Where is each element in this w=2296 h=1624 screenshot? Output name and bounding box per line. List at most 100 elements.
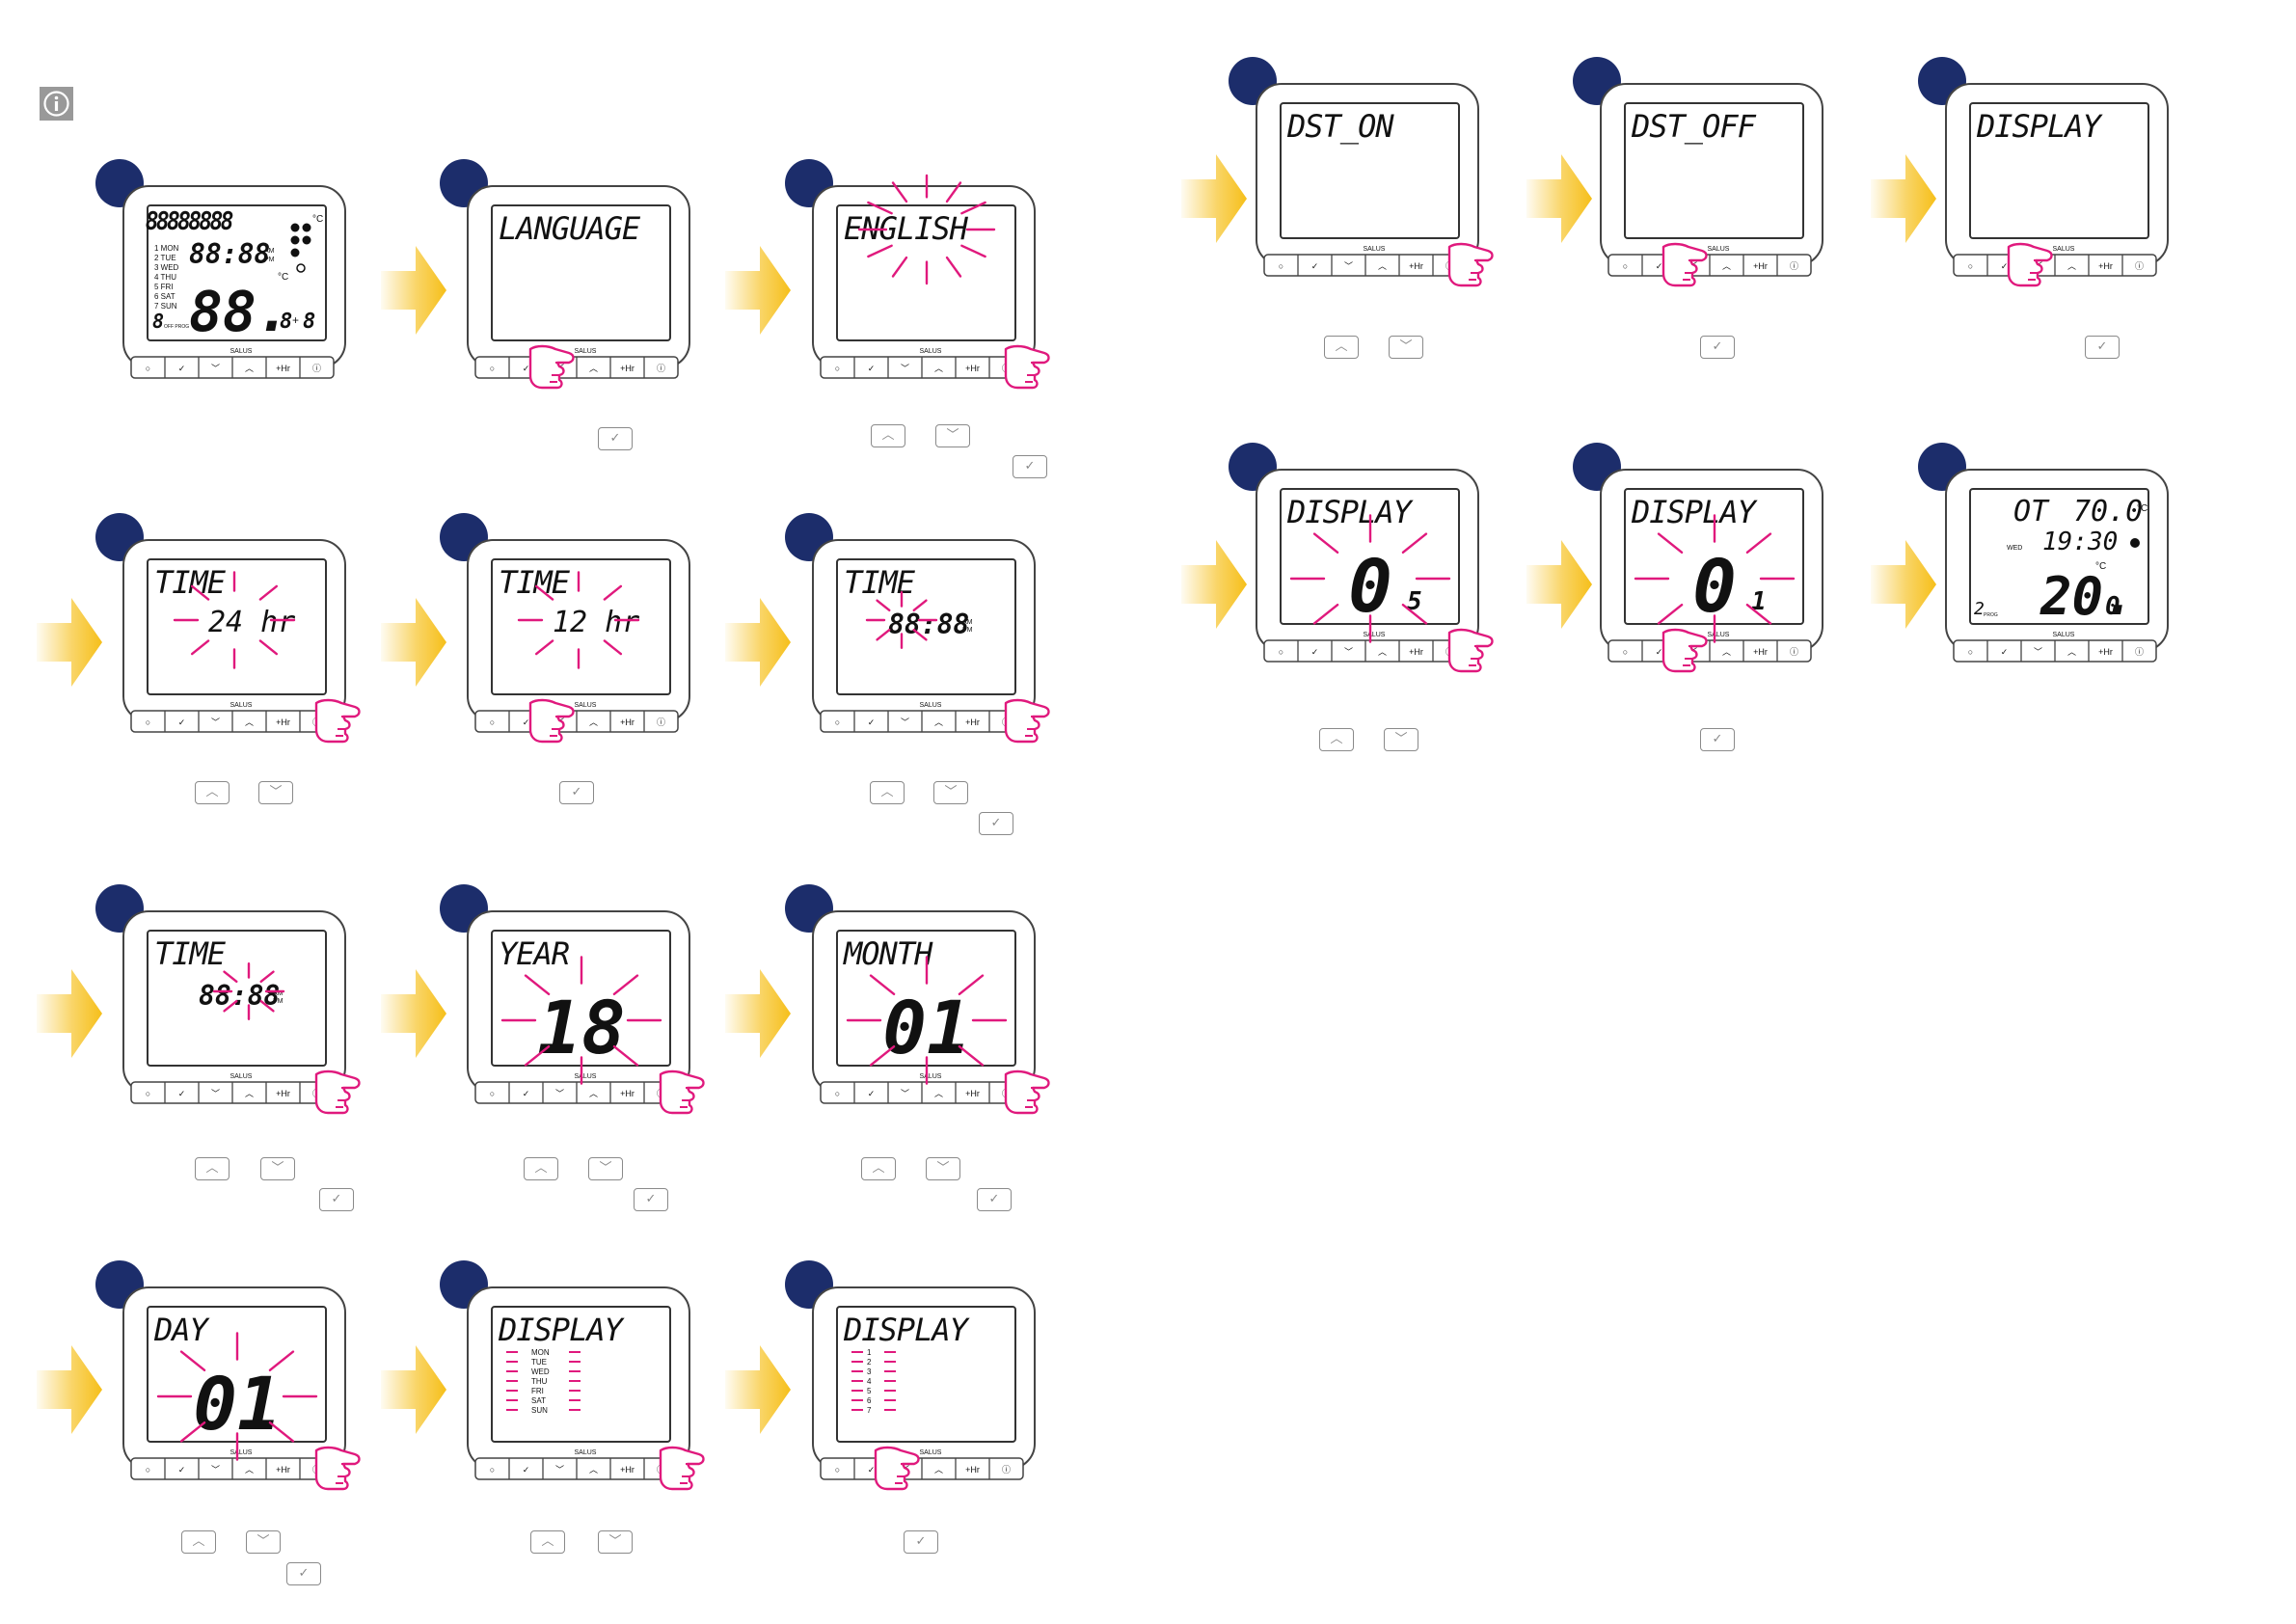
device-button[interactable]: ⓘ [2135,647,2144,657]
device-button[interactable]: +Hr [1753,647,1768,657]
device-button[interactable]: +Hr [276,1465,290,1475]
device-button[interactable]: ﹀ [211,1089,220,1098]
device-button[interactable]: ○ [835,364,840,373]
device-button[interactable]: ︿ [934,364,943,373]
device-button[interactable]: +Hr [276,717,290,727]
device-button[interactable]: +Hr [620,1089,635,1098]
device-button[interactable]: ﹀ [211,1465,220,1475]
device-button[interactable]: ○ [835,1465,840,1475]
device-button[interactable]: ﹀ [901,1089,909,1098]
device-button[interactable]: ︿ [1722,261,1731,271]
device-button[interactable]: ○ [1279,261,1283,271]
device-button[interactable]: ﹀ [211,717,220,727]
device-button[interactable]: ⓘ [312,364,321,373]
device-button[interactable]: ○ [1968,261,1973,271]
device-button[interactable]: ︿ [245,717,254,727]
device-button[interactable]: ✓ [2001,261,2009,271]
day-label: 6 [867,1396,872,1405]
device-button[interactable]: +Hr [1753,261,1768,271]
device-button[interactable]: ︿ [934,1089,943,1098]
device-button[interactable]: ︿ [934,717,943,727]
device-button[interactable]: ︿ [589,717,598,727]
device-button[interactable]: ︿ [245,1089,254,1098]
device-button[interactable]: ✓ [178,717,186,727]
device-button[interactable]: ︿ [1378,647,1387,657]
device-button[interactable]: ︿ [2067,261,2076,271]
device-button[interactable]: +Hr [276,1089,290,1098]
device-button[interactable]: ︿ [1722,647,1731,657]
blink-ray [268,1350,295,1372]
device-button[interactable]: ⓘ [2135,261,2144,271]
device-button[interactable]: ○ [490,1465,495,1475]
device-button[interactable]: ︿ [589,1465,598,1475]
device-button[interactable]: ○ [146,1089,150,1098]
device-button[interactable]: ︿ [245,1465,254,1475]
device-button[interactable]: ︿ [2067,647,2076,657]
device-button[interactable]: ✓ [178,1465,186,1475]
device-button[interactable]: +Hr [965,364,980,373]
device-button[interactable]: ✓ [868,364,876,373]
device-button[interactable]: ﹀ [1344,261,1353,271]
device-button[interactable]: ✓ [868,717,876,727]
device-button[interactable]: ○ [490,1089,495,1098]
screen-value: 18 [537,985,626,1070]
device-button[interactable]: ○ [490,364,495,373]
device-button[interactable]: ✓ [523,1465,530,1475]
device-button[interactable]: ✓ [868,1089,876,1098]
device-button[interactable]: ︿ [589,364,598,373]
device-button[interactable]: ﹀ [901,364,909,373]
device-button[interactable]: ○ [835,717,840,727]
day-label: 2 [867,1358,872,1367]
screen-title: LANGUAGE [499,210,641,247]
device-button[interactable]: ﹀ [211,364,220,373]
device-button[interactable]: ⓘ [1790,261,1798,271]
device-button[interactable]: ⓘ [1790,647,1798,657]
device-button[interactable]: ✓ [178,1089,186,1098]
device-button[interactable]: ✓ [1656,647,1663,657]
device-button[interactable]: ○ [146,364,150,373]
device-button[interactable]: +Hr [2098,261,2113,271]
device-button[interactable]: +Hr [965,1089,980,1098]
device-button[interactable]: ○ [1623,647,1628,657]
device-button[interactable]: ○ [146,717,150,727]
device-button[interactable]: ✓ [523,717,530,727]
device-button[interactable]: ✓ [1656,261,1663,271]
device-button[interactable]: +Hr [620,717,635,727]
device-button[interactable]: +Hr [1409,261,1423,271]
device-button[interactable]: ○ [146,1465,150,1475]
device-button[interactable]: +Hr [965,1465,980,1475]
device-button[interactable]: ○ [1279,647,1283,657]
device-button[interactable]: ⓘ [657,364,665,373]
device-button[interactable]: ︿ [1378,261,1387,271]
device-button[interactable]: ⓘ [1002,1465,1011,1475]
device-button[interactable]: ﹀ [2034,647,2042,657]
device-button[interactable]: ✓ [523,1089,530,1098]
device-button[interactable]: ○ [1968,647,1973,657]
device-button[interactable]: ✓ [523,364,530,373]
device-button[interactable]: ○ [490,717,495,727]
status-icon [302,223,311,232]
device-button[interactable]: +Hr [2098,647,2113,657]
device-button[interactable]: ○ [1623,261,1628,271]
device-button[interactable]: +Hr [620,364,635,373]
device-button[interactable]: ○ [835,1089,840,1098]
device-button[interactable]: ︿ [589,1089,598,1098]
device-button[interactable]: ✓ [1311,647,1319,657]
device-button[interactable]: +Hr [1409,647,1423,657]
device-button[interactable]: ﹀ [555,1465,564,1475]
device-button[interactable]: ✓ [178,364,186,373]
device-button[interactable]: +Hr [276,364,290,373]
device-button[interactable]: ﹀ [555,1089,564,1098]
device-button[interactable]: ﹀ [901,717,909,727]
day-label: 7 SUN [154,302,177,311]
device-button[interactable]: +Hr [620,1465,635,1475]
device-button[interactable]: ⓘ [657,717,665,727]
device-button[interactable]: ︿ [245,364,254,373]
device-button[interactable]: ✓ [1311,261,1319,271]
device-button[interactable]: ✓ [868,1465,876,1475]
device-button[interactable]: ﹀ [1344,647,1353,657]
device-button[interactable]: ︿ [934,1465,943,1475]
device-button[interactable]: +Hr [965,717,980,727]
device-button[interactable]: ✓ [2001,647,2009,657]
